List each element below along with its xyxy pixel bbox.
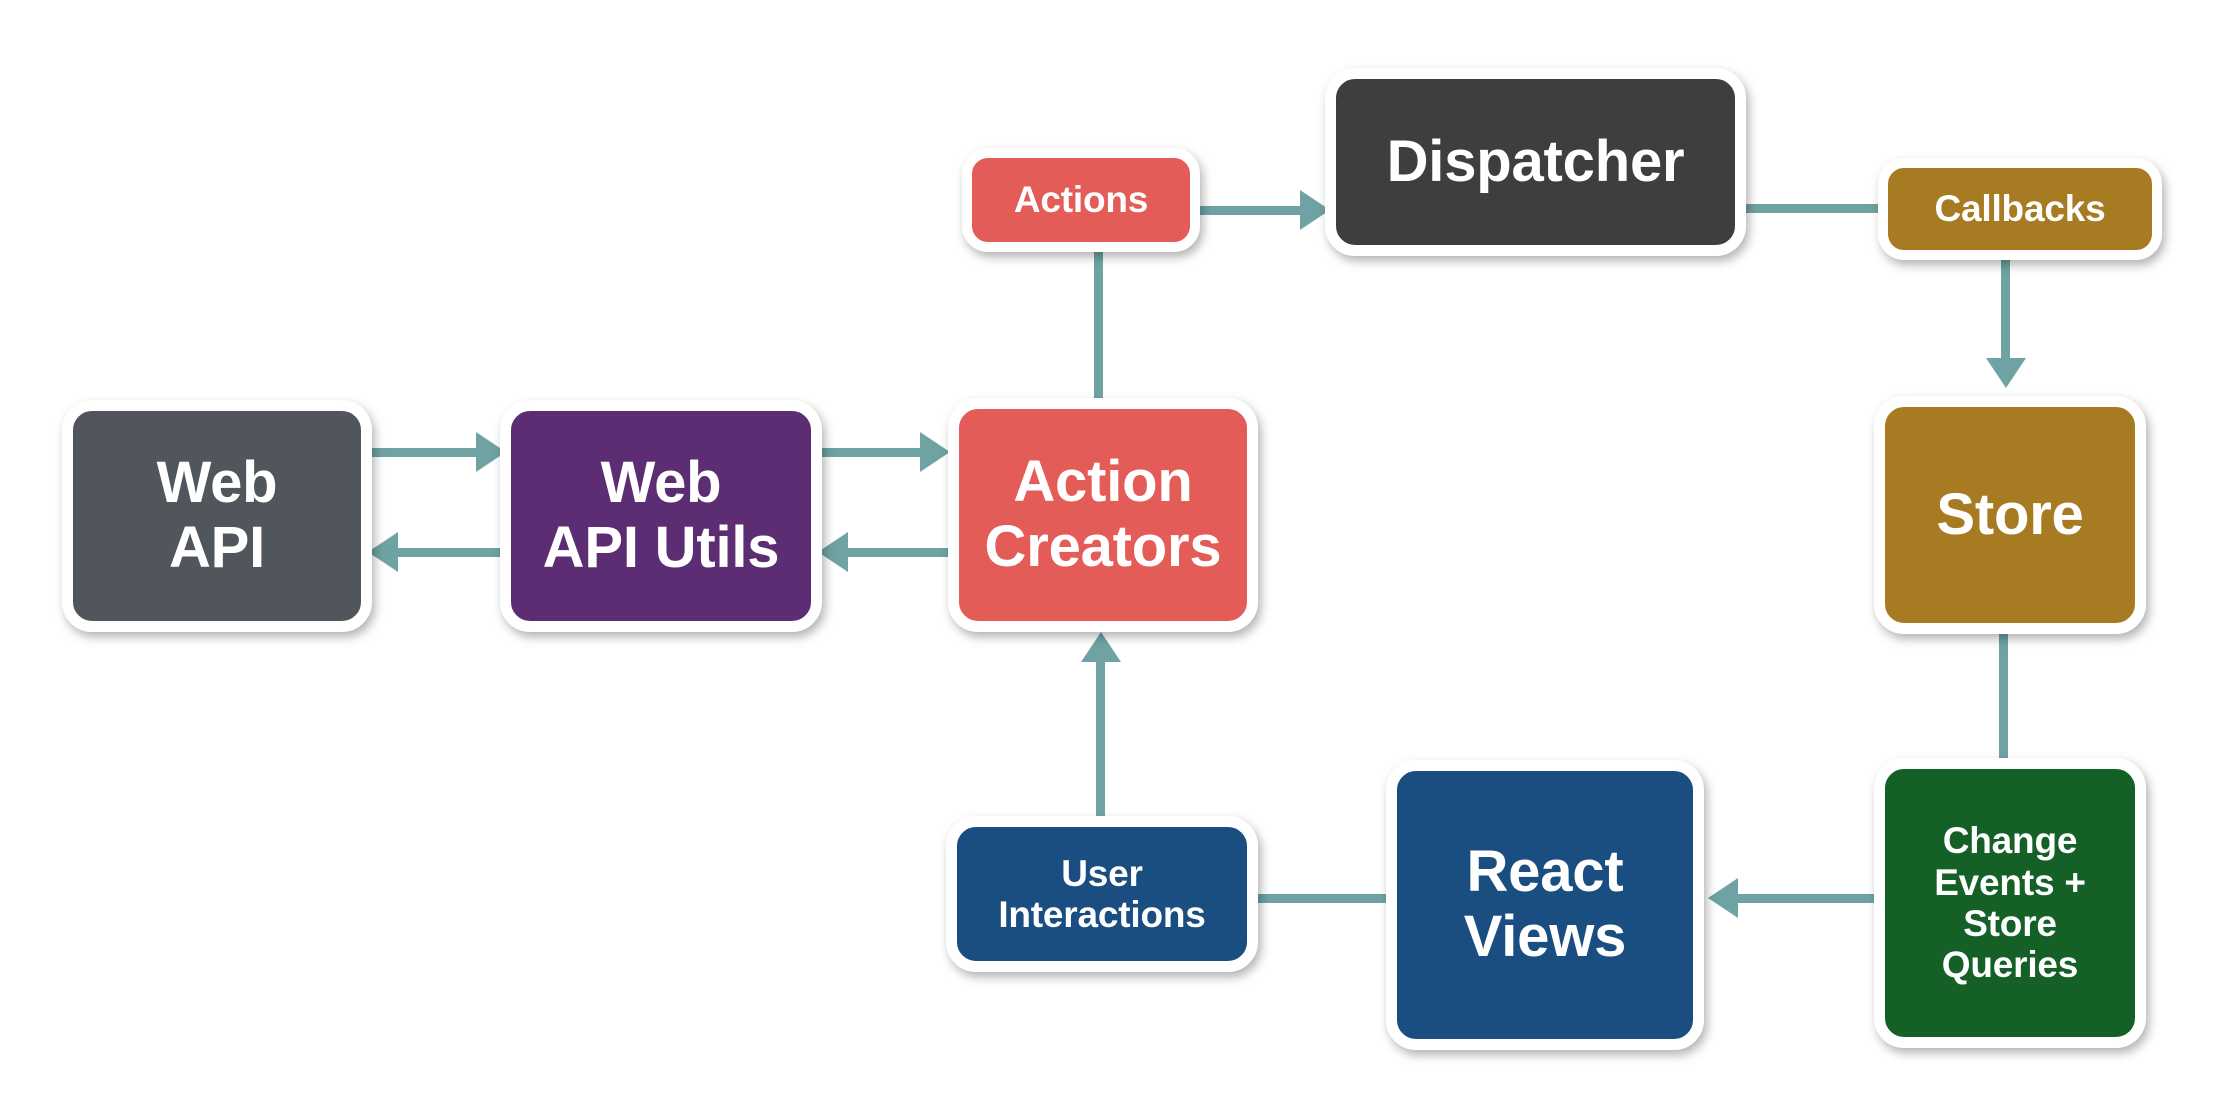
- arrowhead-action-creators-to-utils: [818, 532, 848, 572]
- node-store[interactable]: Store: [1874, 396, 2146, 634]
- arrowhead-utils-to-action-creators: [920, 432, 950, 472]
- edge-dispatcher-to-callbacks: [1746, 204, 1882, 213]
- node-web-api-utils[interactable]: Web API Utils: [500, 400, 822, 632]
- node-user-interactions[interactable]: User Interactions: [946, 816, 1258, 972]
- arrowhead-change-events-to-react-views: [1708, 878, 1738, 918]
- node-change-events-store-queries-label: Change Events + Store Queries: [1934, 820, 2086, 986]
- node-dispatcher-label: Dispatcher: [1386, 128, 1685, 194]
- edge-utils-to-action-creators: [822, 448, 922, 457]
- node-react-views[interactable]: React Views: [1386, 760, 1704, 1050]
- node-react-views-label: React Views: [1463, 839, 1627, 969]
- edge-store-to-change-events: [1999, 630, 2008, 762]
- node-change-events-store-queries[interactable]: Change Events + Store Queries: [1874, 758, 2146, 1048]
- arrowhead-utils-to-web-api: [368, 532, 398, 572]
- edge-actions-to-dispatcher: [1196, 206, 1302, 215]
- node-action-creators[interactable]: Action Creators: [948, 398, 1258, 632]
- node-dispatcher[interactable]: Dispatcher: [1325, 68, 1746, 256]
- node-user-interactions-label: User Interactions: [998, 852, 1206, 935]
- edge-action-creators-to-actions: [1094, 248, 1103, 406]
- arrowhead-callbacks-to-store: [1986, 358, 2026, 388]
- node-callbacks[interactable]: Callbacks: [1878, 158, 2162, 260]
- node-web-api-utils-label: Web API Utils: [542, 450, 780, 580]
- edge-callbacks-to-store: [2001, 256, 2010, 366]
- edge-change-events-to-react-views: [1738, 894, 1880, 903]
- node-action-creators-label: Action Creators: [984, 449, 1222, 579]
- node-callbacks-label: Callbacks: [1934, 188, 2106, 230]
- node-store-label: Store: [1936, 481, 2084, 547]
- edge-react-views-to-user-interactions: [1254, 894, 1390, 903]
- arrowhead-user-interactions-to-action-creators: [1081, 632, 1121, 662]
- node-actions[interactable]: Actions: [962, 148, 1200, 252]
- edge-action-creators-to-utils: [848, 548, 952, 557]
- edge-web-api-to-utils: [372, 448, 478, 457]
- edge-user-interactions-to-action-creators: [1096, 660, 1105, 818]
- node-web-api[interactable]: Web API: [62, 400, 372, 632]
- node-actions-label: Actions: [1013, 179, 1149, 221]
- edge-utils-to-web-api: [398, 548, 504, 557]
- node-web-api-label: Web API: [156, 450, 278, 580]
